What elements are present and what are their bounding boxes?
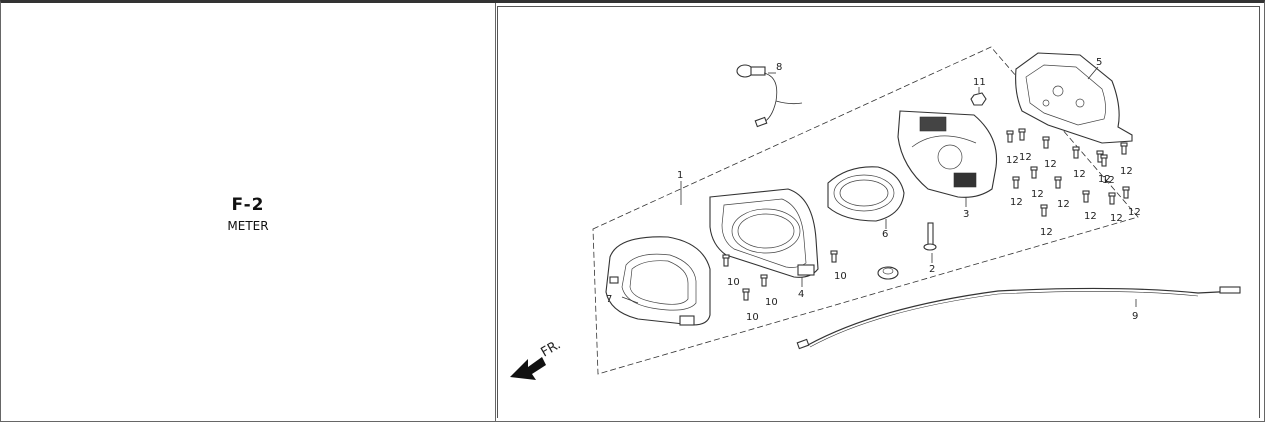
callout-3: 3: [963, 209, 969, 220]
callout-10d: 10: [834, 271, 847, 282]
callout-12d: 12: [1073, 169, 1086, 180]
callout-9: 9: [1132, 311, 1138, 322]
callout-7: 7: [606, 294, 612, 305]
callout-1: 1: [677, 170, 683, 181]
callout-12l: 12: [1128, 207, 1141, 218]
callout-12h: 12: [1031, 189, 1044, 200]
screws-12: [1006, 128, 1130, 217]
callout-10a: 10: [727, 277, 740, 288]
screws-10: [722, 250, 838, 301]
part-speedometer-cable[interactable]: [796, 286, 1241, 350]
part-meter-panel[interactable]: [897, 110, 998, 198]
callout-12a: 12: [1006, 155, 1019, 166]
callout-12c: 12: [1044, 159, 1057, 170]
callout-6: 6: [882, 229, 888, 240]
callout-12g: 12: [1010, 197, 1023, 208]
callout-12m: 12: [1040, 227, 1053, 238]
front-direction-arrow[interactable]: [510, 357, 546, 380]
callout-2: 2: [929, 264, 935, 275]
part-meter-cover[interactable]: [605, 236, 711, 326]
callout-12e: 12: [1098, 174, 1111, 185]
callout-12n: 12: [1102, 175, 1115, 186]
section-name: METER: [227, 219, 269, 233]
leader-lines: [621, 66, 1137, 307]
callout-4: 4: [798, 289, 804, 300]
callout-10b: 10: [765, 297, 778, 308]
callout-10c: 10: [746, 312, 759, 323]
part-meter-post[interactable]: [923, 222, 937, 251]
section-code: F-2: [231, 195, 265, 215]
callout-12k: 12: [1110, 213, 1123, 224]
callout-8: 8: [776, 62, 782, 73]
part-meter-lens[interactable]: [827, 166, 905, 222]
callout-5: 5: [1096, 57, 1102, 68]
part-nut[interactable]: [970, 92, 987, 106]
direction-label: FR.: [539, 337, 564, 360]
diagram-panel: FR.: [497, 6, 1260, 418]
callout-11: 11: [973, 77, 986, 88]
part-rear-case[interactable]: [1015, 52, 1133, 144]
part-grommet[interactable]: [877, 266, 899, 280]
callout-12f: 12: [1120, 166, 1133, 177]
exploded-parts-diagram: FR.: [510, 46, 1241, 380]
callout-12b: 12: [1019, 152, 1032, 163]
callout-12j: 12: [1084, 211, 1097, 222]
panel-divider: [495, 3, 496, 421]
part-meter-case[interactable]: [709, 188, 819, 278]
part-bulb-socket[interactable]: [736, 64, 803, 128]
assembly-boundary: [592, 46, 1139, 375]
section-info-panel: F-2 METER: [1, 3, 495, 421]
callout-12i: 12: [1057, 199, 1070, 210]
